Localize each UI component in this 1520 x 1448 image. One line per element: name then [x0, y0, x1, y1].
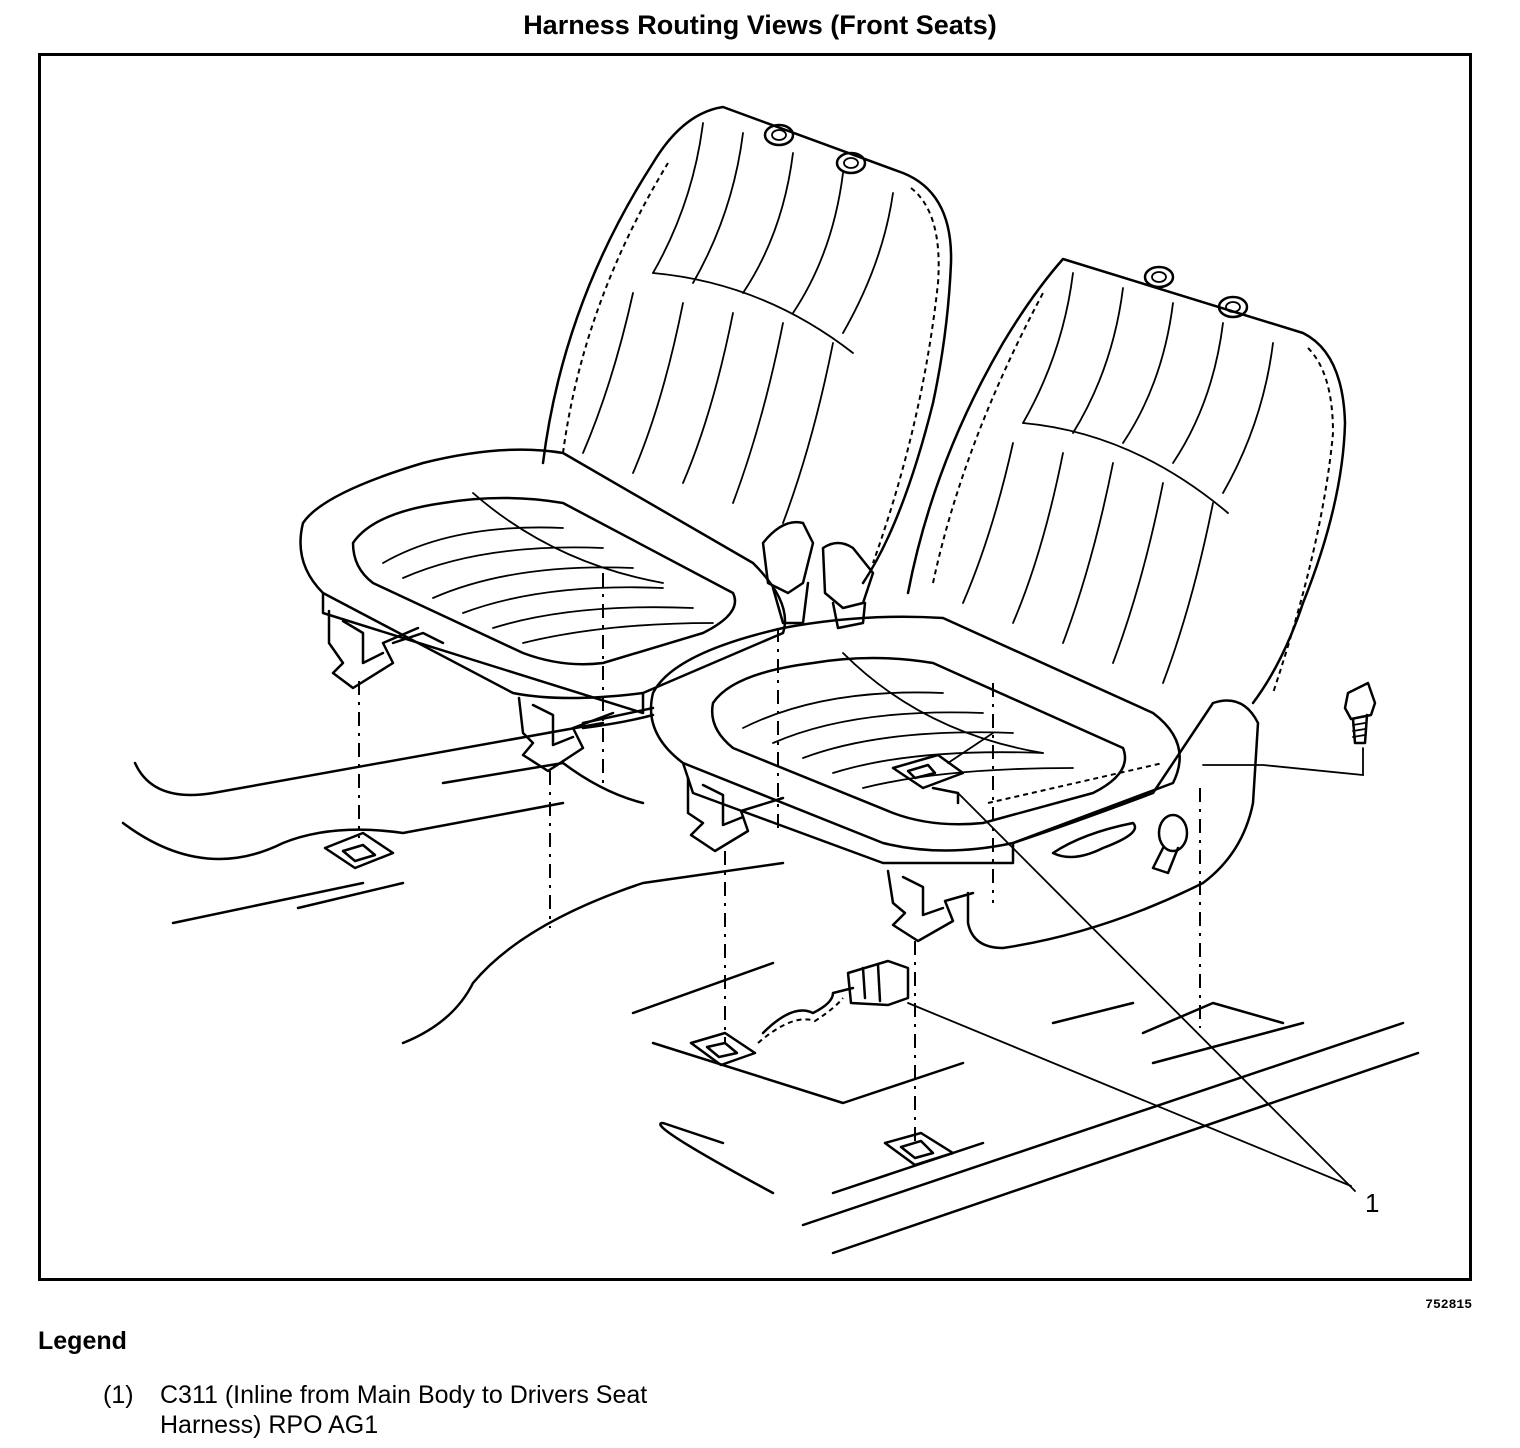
seat-bolt	[1343, 681, 1377, 745]
seat-illustration-svg: 1	[121, 105, 1420, 1255]
seatbelt-buckles	[761, 520, 875, 630]
legend-item-line-2: Harness) RPO AG1	[160, 1411, 379, 1439]
callout-1-leaders	[907, 792, 1356, 1192]
legend-item-description: C311 (Inline from Main Body to Drivers S…	[160, 1380, 760, 1440]
legend-item-line-1: C311 (Inline from Main Body to Drivers S…	[160, 1381, 648, 1409]
legend-heading: Legend	[38, 1327, 127, 1355]
left-seat	[299, 105, 953, 715]
vehicle-floor	[121, 721, 1420, 1255]
alignment-guide-lines	[358, 573, 1364, 1143]
legend-item-number: (1)	[103, 1381, 134, 1409]
callout-1-label: 1	[1365, 1188, 1379, 1218]
figure-id: 752815	[1425, 1297, 1472, 1312]
seat-harness-illustration: 1	[38, 53, 1472, 1281]
right-seat-brackets	[686, 776, 975, 943]
left-seat-brackets	[327, 609, 655, 773]
diagram-title: Harness Routing Views (Front Seats)	[523, 10, 997, 40]
floor-anchor-plates	[323, 831, 955, 1167]
right-seat	[649, 257, 1347, 950]
harness-connector-c311	[581, 713, 910, 1044]
